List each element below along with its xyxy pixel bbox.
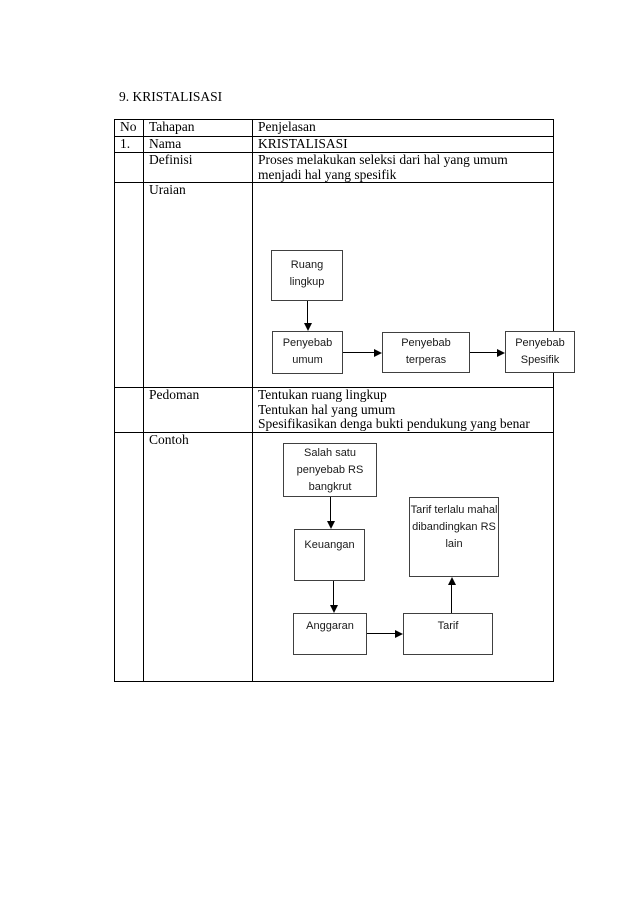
header-cell-tahapan: Tahapan <box>143 119 253 137</box>
cell-tahapan: Pedoman <box>143 387 253 433</box>
flow-box-penyebab-spesifik: Penyebab Spesifik <box>505 331 575 373</box>
cell-no <box>114 182 144 389</box>
flow-box-salah-satu-penyebab: Salah satu penyebab RS bangkrut <box>283 443 377 497</box>
flow-box-anggaran: Anggaran <box>293 613 367 655</box>
cell-no <box>114 151 144 184</box>
arrow-penyebab-umum-to-terperas <box>343 348 382 357</box>
table-row-nama: 1. Nama KRISTALISASI <box>114 136 554 153</box>
cell-no <box>114 387 144 433</box>
arrow-salah-satu-to-keuangan <box>326 497 335 529</box>
header-cell-no: No <box>114 119 144 137</box>
cell-penjelasan: Proses melakukan seleksi dari hal yang u… <box>252 151 554 184</box>
flow-box-ruang-lingkup: Ruang lingkup <box>271 250 343 301</box>
cell-tahapan: Uraian <box>143 182 253 389</box>
cell-no <box>114 431 144 682</box>
arrow-tarif-to-tarif-terlalu <box>447 577 456 613</box>
table-header-row: No Tahapan Penjelasan <box>114 119 554 137</box>
header-cell-penjelasan: Penjelasan <box>252 119 554 137</box>
arrow-ruang-lingkup-to-penyebab-umum <box>303 301 312 331</box>
pedoman-line: Tentukan hal yang umum <box>258 401 396 417</box>
page-title: 9. KRISTALISASI <box>119 89 223 104</box>
flow-box-tarif-terlalu-mahal: Tarif terlalu mahal dibandingkan RS lain <box>409 497 499 577</box>
cell-tahapan: Contoh <box>143 431 253 682</box>
flow-box-penyebab-umum: Penyebab umum <box>272 331 343 374</box>
cell-no: 1. <box>114 136 144 153</box>
table-row-definisi: Definisi Proses melakukan seleksi dari h… <box>114 151 554 184</box>
cell-tahapan: Definisi <box>143 151 253 184</box>
cell-penjelasan-pedoman: Tentukan ruang lingkup Tentukan hal yang… <box>252 387 554 433</box>
pedoman-line: Spesifikasikan denga bukti pendukung yan… <box>258 416 530 432</box>
cell-penjelasan: KRISTALISASI <box>252 136 554 153</box>
cell-tahapan: Nama <box>143 136 253 153</box>
arrow-terperas-to-spesifik <box>470 348 505 357</box>
flow-box-keuangan: Keuangan <box>294 529 365 581</box>
arrow-keuangan-to-anggaran <box>329 581 338 613</box>
table-row-pedoman: Pedoman Tentukan ruang lingkup Tentukan … <box>114 387 554 433</box>
pedoman-line: Tentukan ruang lingkup <box>258 387 387 403</box>
arrow-anggaran-to-tarif <box>367 629 403 638</box>
flow-box-tarif: Tarif <box>403 613 493 655</box>
kristalisasi-table: No Tahapan Penjelasan 1. Nama KRISTALISA… <box>114 119 554 682</box>
flow-box-penyebab-terperas: Penyebab terperas <box>382 332 470 373</box>
